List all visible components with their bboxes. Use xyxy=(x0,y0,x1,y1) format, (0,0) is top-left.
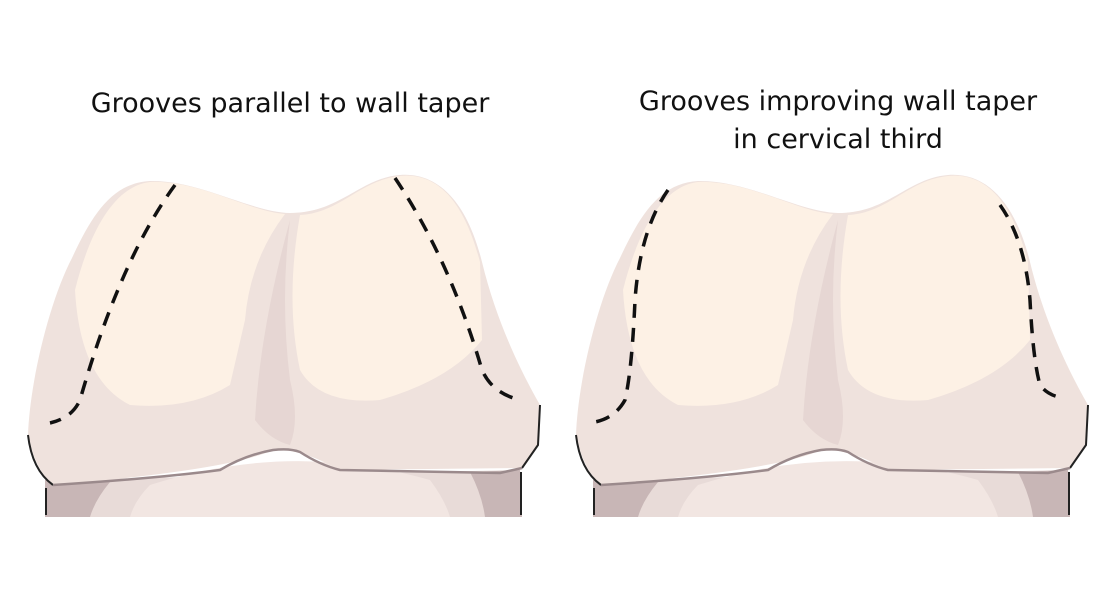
groove-line-right xyxy=(393,177,521,402)
tooth-illustration xyxy=(26,173,542,519)
panel-right: Grooves improving wall taper in cervical… xyxy=(574,86,1090,519)
panel-title: Grooves parallel to wall taper xyxy=(91,88,491,119)
panel-left: Grooves parallel to wall taper xyxy=(26,88,542,519)
panel-title-line-2: in cervical third xyxy=(733,124,943,155)
groove-line-right xyxy=(998,203,1065,400)
panel-title-line-1: Grooves improving wall taper xyxy=(639,86,1038,117)
